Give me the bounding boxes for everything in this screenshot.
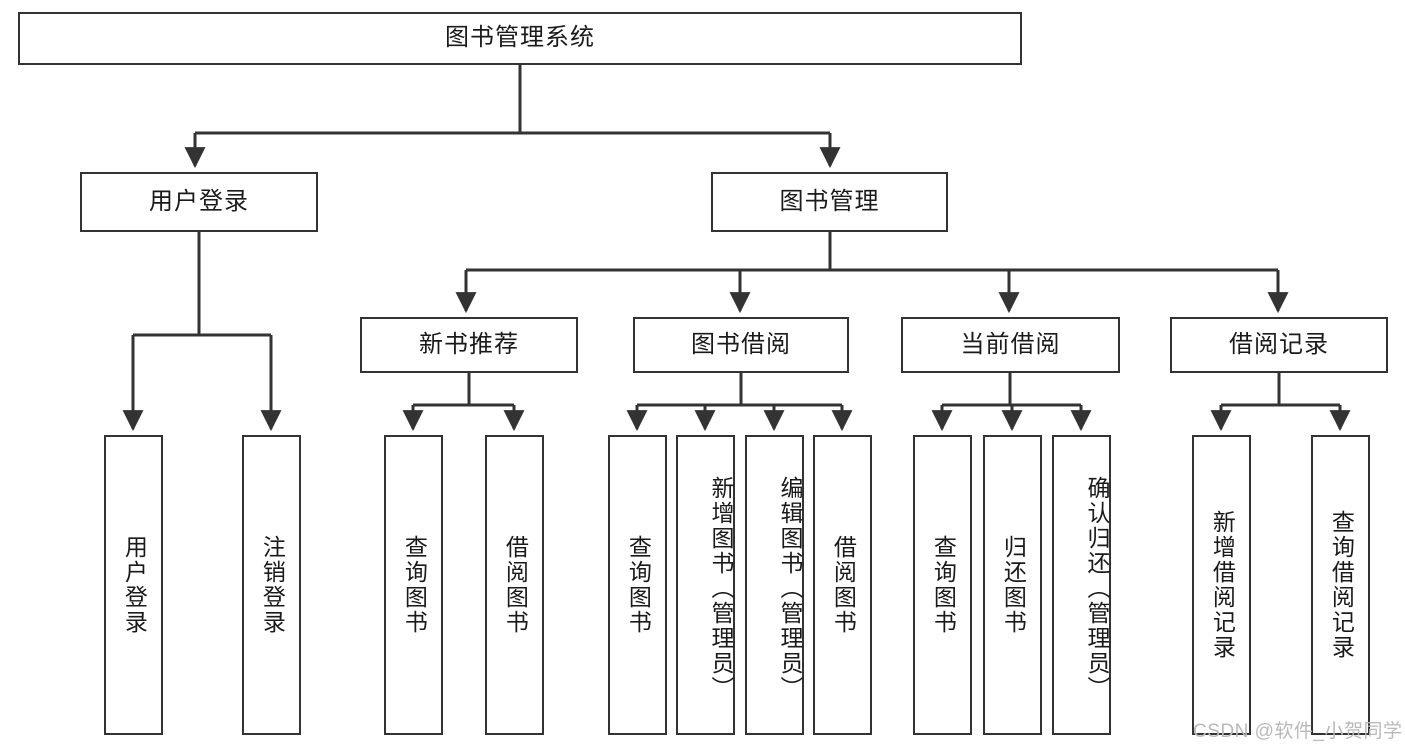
node-current-borrow-label: 当前借阅 — [960, 330, 1061, 358]
leaf-search-borrow-record-label: 查询借阅记录 — [1328, 510, 1355, 660]
leaf-confirm-return-admin[interactable]: 确认归还（管理员） — [1052, 435, 1111, 735]
leaf-user-login-label: 用户登录 — [121, 535, 148, 635]
leaf-search-book-current-label: 查询图书 — [930, 535, 957, 635]
leaf-add-book-admin[interactable]: 新增图书（管理员） — [676, 435, 735, 735]
leaf-add-borrow-record[interactable]: 新增借阅记录 — [1192, 435, 1251, 735]
leaf-edit-book-admin[interactable]: 编辑图书（管理员） — [745, 435, 804, 735]
leaf-search-borrow-record[interactable]: 查询借阅记录 — [1311, 435, 1370, 735]
node-root-label: 图书管理系统 — [445, 24, 595, 52]
leaf-return-book[interactable]: 归还图书 — [983, 435, 1042, 735]
leaf-borrow-book[interactable]: 借阅图书 — [813, 435, 872, 735]
leaf-user-logout-label: 注销登录 — [259, 535, 286, 635]
node-book-borrow-label: 图书借阅 — [691, 330, 791, 358]
node-borrow-records[interactable]: 借阅记录 — [1170, 317, 1388, 373]
leaf-search-book-newbook-label: 查询图书 — [401, 535, 428, 635]
leaf-return-book-label: 归还图书 — [1000, 535, 1027, 635]
leaf-add-book-admin-label: 新增图书（管理员） — [708, 475, 734, 701]
leaf-search-book-borrow-label: 查询图书 — [625, 535, 652, 635]
leaf-edit-book-admin-label: 编辑图书（管理员） — [777, 475, 803, 701]
leaf-search-book-borrow[interactable]: 查询图书 — [608, 435, 667, 735]
leaf-borrow-book-newbook-label: 借阅图书 — [502, 535, 529, 635]
node-current-borrow[interactable]: 当前借阅 — [901, 317, 1120, 373]
node-book-borrow[interactable]: 图书借阅 — [633, 317, 849, 373]
node-book-management-label: 图书管理 — [779, 187, 880, 215]
leaf-add-borrow-record-label: 新增借阅记录 — [1209, 510, 1236, 660]
leaf-user-login[interactable]: 用户登录 — [104, 435, 163, 735]
node-book-management[interactable]: 图书管理 — [711, 172, 948, 232]
node-root[interactable]: 图书管理系统 — [18, 12, 1022, 65]
node-borrow-records-label: 借阅记录 — [1229, 330, 1329, 358]
leaf-user-logout[interactable]: 注销登录 — [242, 435, 301, 735]
leaf-borrow-book-newbook[interactable]: 借阅图书 — [485, 435, 544, 735]
leaf-search-book-current[interactable]: 查询图书 — [913, 435, 972, 735]
leaf-borrow-book-label: 借阅图书 — [830, 535, 857, 635]
leaf-search-book-newbook[interactable]: 查询图书 — [384, 435, 443, 735]
node-user-login[interactable]: 用户登录 — [80, 172, 318, 232]
node-new-book-recommend-label: 新书推荐 — [419, 330, 519, 358]
watermark-text: CSDN @软件_小贺同学 — [1193, 721, 1403, 742]
node-user-login-label: 用户登录 — [149, 187, 249, 215]
leaf-confirm-return-admin-label: 确认归还（管理员） — [1084, 475, 1110, 701]
node-new-book-recommend[interactable]: 新书推荐 — [360, 317, 578, 373]
